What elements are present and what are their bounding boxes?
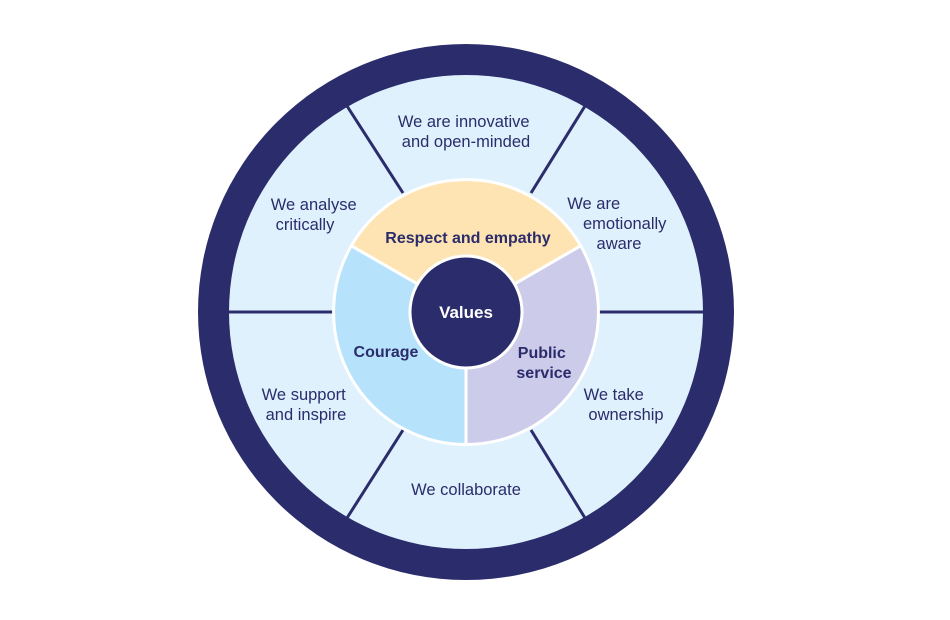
- competency-label-collaborate: We collaborate: [411, 481, 521, 499]
- label-line: We collaborate: [411, 481, 521, 499]
- label-line: aware: [597, 235, 642, 253]
- label-line: Courage: [354, 344, 419, 361]
- label-line: ownership: [588, 406, 663, 424]
- separator-line: [529, 429, 587, 519]
- label-line: Respect and empathy: [385, 230, 550, 247]
- label-line: service: [516, 365, 571, 382]
- value-label-public-service: Public service: [516, 345, 571, 382]
- label-line: and inspire: [266, 406, 347, 424]
- values-center-label: Values: [439, 303, 493, 322]
- label-line: critically: [276, 216, 335, 234]
- separator-line: [345, 105, 405, 194]
- label-line: We analyse: [271, 196, 357, 214]
- competency-label-innovative: We are innovative and open-minded: [398, 113, 534, 151]
- value-label-respect-and-empathy: Respect and empathy: [385, 230, 550, 247]
- competency-label-ownership: We take ownership: [584, 386, 664, 424]
- value-label-courage: Courage: [354, 344, 419, 361]
- label-line: We are: [567, 195, 620, 213]
- ring-label: Competencies: [402, 16, 524, 43]
- separator-line: [529, 105, 587, 194]
- label-line: We support: [262, 386, 346, 404]
- label-line: and open-minded: [402, 133, 530, 151]
- competency-label-support-inspire: We support and inspire: [262, 386, 351, 424]
- competency-separators: [229, 105, 703, 519]
- values-center-circle: [408, 254, 524, 370]
- separator-line: [345, 429, 405, 519]
- competency-label-emotionally-aware: We are emotionally aware: [567, 195, 671, 253]
- label-line: We take: [584, 386, 644, 404]
- value-sector-respect-and-empathy: [349, 178, 583, 314]
- label-line: We are innovative: [398, 113, 530, 131]
- label-line: emotionally: [583, 215, 667, 233]
- label-line: Public: [518, 345, 566, 362]
- competency-label-analyse-critically: We analyse critically: [271, 196, 362, 234]
- ring-label-text: Competencies: [402, 16, 524, 43]
